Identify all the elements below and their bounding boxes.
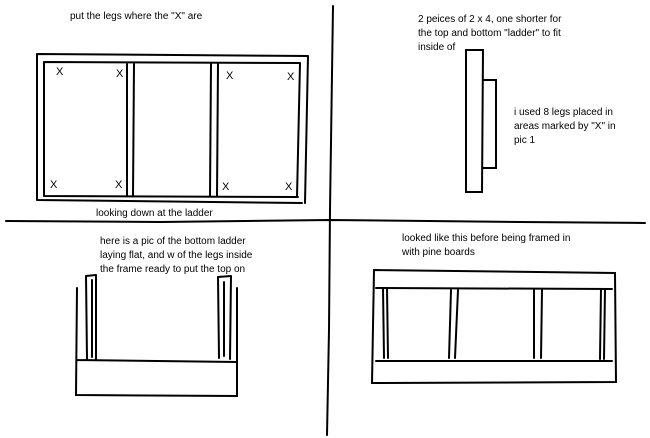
rung-1 [448,289,459,359]
side-post-left [382,287,389,359]
bottom-left-note-line: here is a pic of the bottom ladder [100,236,246,247]
ladder-rung-left [126,63,135,197]
bottom-right-note: looked like this before being framed in … [402,232,570,260]
top-right-note-line: 2 peices of 2 x 4, one shorter for [418,14,562,25]
two-by-four-side-view [465,49,497,193]
leg-marker: X [285,181,293,193]
bottom-left-note: here is a pic of the bottom ladder layin… [100,235,252,277]
vertical-divider [326,5,334,436]
left-leg-post [85,274,97,360]
top-right-side-note: i used 8 legs placed in areas marked by … [514,106,616,148]
side-post-right [599,288,606,360]
leg-marker: X [222,181,230,193]
top-right-note-line: inside of [418,42,456,53]
ladder-top-view [36,53,309,204]
leg-marker: X [226,70,234,82]
frame-box [74,287,238,398]
top-right-note: 2 peices of 2 x 4, one shorter for the t… [418,13,561,55]
top-left-caption: looking down at the ladder [96,208,213,219]
ladder-inner-rails [43,61,301,198]
top-right-note-line: the top and bottom "ladder" to fit [418,28,561,39]
top-right-side-note-line: i used 8 legs placed in [514,107,613,118]
long-two-by-four [465,49,485,193]
unframed-ladder [370,268,618,385]
bottom-right-note-line: with pine boards [402,247,475,258]
horizontal-divider [5,218,646,224]
ladder-outer-frame [36,53,309,204]
leg-marker: X [116,68,124,80]
top-rail [375,287,613,290]
panel-dividers [5,5,646,436]
rung-2 [533,289,543,359]
ladder-rung-right [209,63,219,197]
outer-box [370,268,618,385]
top-right-side-note-line: areas marked by "X" in [514,121,616,132]
bottom-left-note-line: the frame ready to put the top on [100,264,246,275]
leg-marker: X [115,179,123,191]
right-leg-post [217,275,232,360]
bottom-ladder-in-frame [74,274,238,398]
short-two-by-four [482,79,497,169]
top-right-side-note-line: pic 1 [514,135,536,146]
bottom-right-note-line: looked like this before being framed in [402,233,571,244]
top-left-note: put the legs where the "X" are [70,11,203,22]
leg-marker: X [50,179,58,191]
leg-marker: X [56,66,64,78]
bottom-left-note-line: laying flat, and w of the legs inside [100,250,253,261]
leg-marker: X [287,71,295,83]
